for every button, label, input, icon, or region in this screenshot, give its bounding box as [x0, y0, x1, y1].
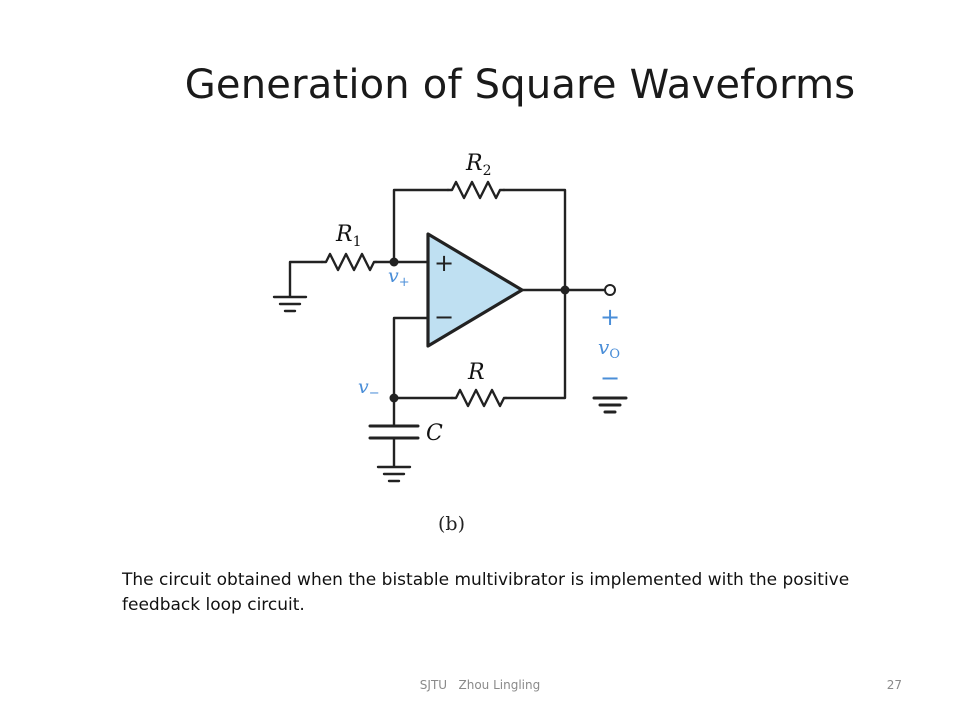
ground-symbol-cap: [376, 465, 412, 483]
wire-minus-input: [392, 316, 430, 400]
label-c: C: [426, 421, 443, 446]
resistor-r2: [446, 180, 506, 200]
wire-r2-left: [392, 188, 450, 262]
opamp-minus-sign: −: [434, 303, 454, 331]
output-plus-sign: +: [600, 303, 620, 331]
slide-title: Generation of Square Waveforms: [184, 62, 856, 108]
junction-vplus: [389, 257, 399, 267]
label-r: R: [467, 360, 485, 385]
wire-r2-right: [502, 188, 567, 291]
slide-caption: The circuit obtained when the bistable m…: [122, 570, 850, 615]
wire-ground-r1: [288, 260, 324, 298]
page-number: 27: [886, 678, 902, 692]
ground-symbol-r1: [272, 295, 308, 313]
label-vminus: v−: [358, 376, 380, 401]
output-terminal: [604, 284, 616, 296]
opamp-triangle: [426, 232, 524, 348]
label-r2: R2: [465, 151, 492, 179]
opamp-plus-sign: +: [434, 249, 454, 277]
label-r1: R1: [335, 222, 362, 250]
panel-label: (b): [438, 513, 465, 535]
output-minus-sign: −: [600, 364, 620, 392]
label-vplus: v+: [388, 265, 410, 290]
ground-symbol-output: [592, 396, 628, 414]
resistor-r: [450, 388, 508, 408]
label-vo: vO: [598, 335, 620, 362]
wire-r-right: [504, 288, 567, 400]
footer-author: SJTU Zhou Lingling: [419, 678, 541, 692]
resistor-r1: [320, 252, 378, 272]
